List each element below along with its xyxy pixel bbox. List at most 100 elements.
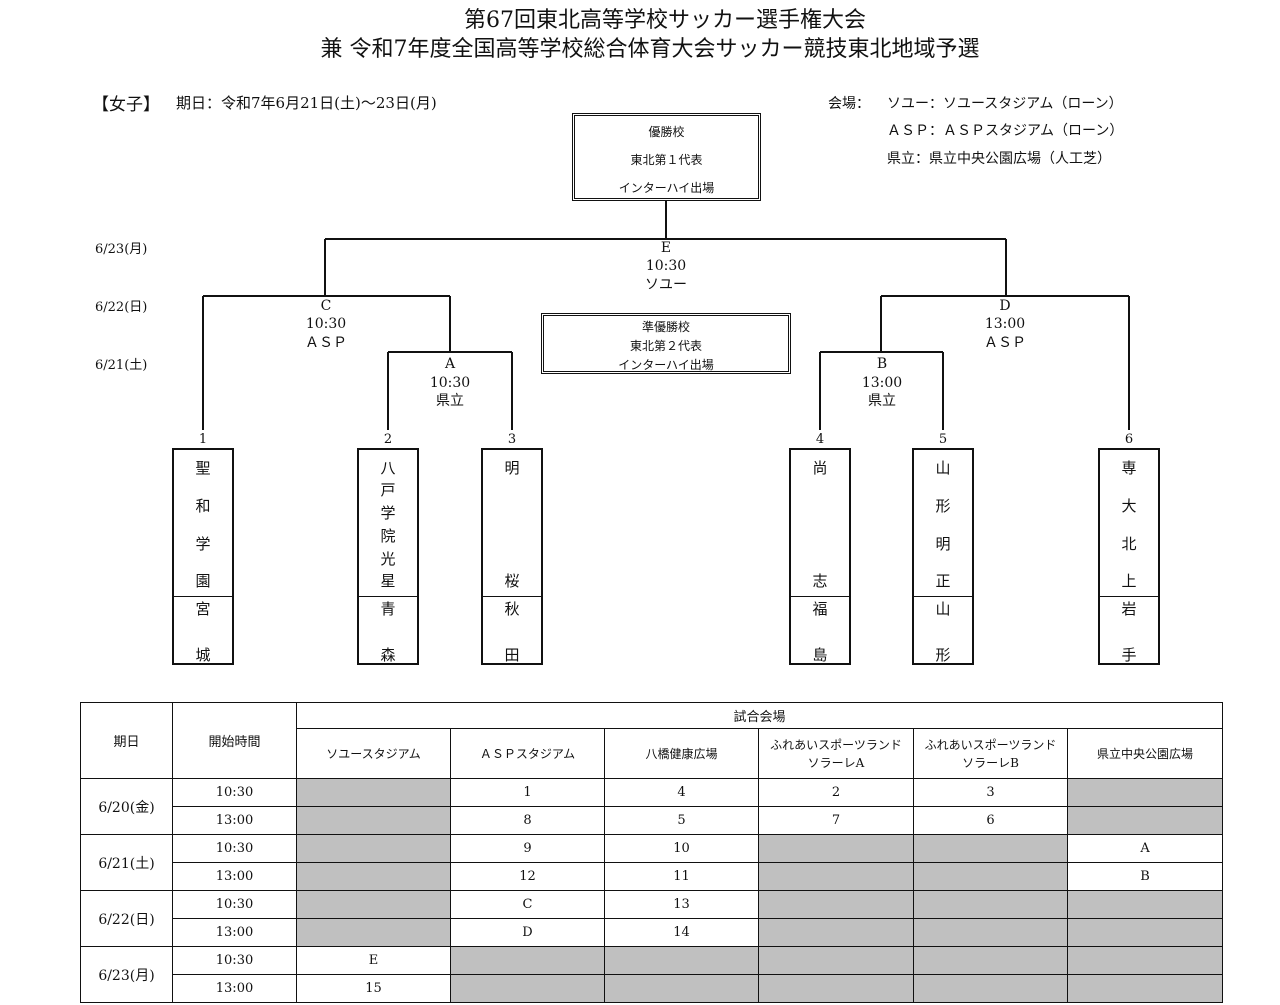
match-venue-c: ＡＳＰ <box>305 335 347 351</box>
bracket-lines <box>202 201 1130 430</box>
schedule-empty-cell <box>758 918 914 947</box>
schedule-empty-cell <box>604 946 759 975</box>
match-time-e: 10:30 <box>645 258 687 274</box>
team-box-3: 明 桜 秋 田 <box>481 448 543 665</box>
school-char: 専 <box>1121 459 1137 477</box>
division-label: 【女子】 <box>92 95 160 115</box>
schedule-empty-cell <box>296 834 451 863</box>
pref-char: 島 <box>812 646 828 664</box>
venue-line: 県立：県立中央公園広場（人工芝） <box>887 151 1111 167</box>
header-venue: ＡＳＰスタジアム <box>450 728 605 779</box>
school-char: 上 <box>1121 572 1137 590</box>
schedule-time-cell: 10:30 <box>172 834 297 863</box>
schedule-empty-cell <box>758 890 914 919</box>
schedule-empty-cell <box>450 974 605 1003</box>
match-label-d: D <box>999 298 1011 314</box>
team-seed: 1 <box>198 432 208 447</box>
schedule-match-cell: 14 <box>604 918 759 947</box>
match-venue-b: 県立 <box>868 393 896 409</box>
schedule-date-cell: 6/22(日) <box>80 890 173 947</box>
school-char: 学 <box>195 535 211 553</box>
runnerup-box: 準優勝校 東北第２代表 インターハイ出場 <box>541 313 791 374</box>
champion-box: 優勝校 東北第１代表 インターハイ出場 <box>572 113 761 201</box>
school-char: 明 <box>504 459 520 477</box>
school-char: 園 <box>195 572 211 590</box>
pref-char: 山 <box>935 600 951 618</box>
schedule-empty-cell <box>1066 918 1224 947</box>
match-venue-d: ＡＳＰ <box>984 335 1026 351</box>
team-box-1: 聖 和 学 園 宮 城 <box>172 448 234 665</box>
schedule-match-cell: 15 <box>296 974 451 1003</box>
schedule-date-cell: 6/21(土) <box>80 834 173 891</box>
match-time-a: 10:30 <box>429 375 471 391</box>
schedule-time-cell: 13:00 <box>172 918 297 947</box>
school-char: 星 <box>380 572 396 590</box>
header-venue: ふれあいスポーツランドソラーレB <box>913 728 1068 779</box>
schedule-match-cell: 9 <box>450 834 605 863</box>
schedule-match-cell: 7 <box>758 806 914 835</box>
venue-line: ＡＳＰ：ＡＳＰスタジアム（ローン） <box>887 123 1124 139</box>
school-char: 和 <box>195 497 211 515</box>
round-date: 6/21(土) <box>95 358 148 373</box>
school-char: 戸 <box>380 481 396 499</box>
header-date: 期日 <box>80 702 173 779</box>
schedule-empty-cell <box>758 974 914 1003</box>
schedule-match-cell: 12 <box>450 862 605 891</box>
champion-interhigh: インターハイ出場 <box>618 181 715 195</box>
schedule-match-cell: 4 <box>604 778 759 807</box>
runnerup-label: 準優勝校 <box>641 320 690 334</box>
period-text: 期日：令和7年6月21日(土)〜23日(月) <box>176 94 437 112</box>
match-label-b: B <box>876 356 888 372</box>
school-char: 志 <box>812 572 828 590</box>
pref-char: 岩 <box>1121 600 1137 618</box>
schedule-empty-cell <box>1066 890 1224 919</box>
header-venue: 八橋健康広場 <box>604 728 759 779</box>
schedule-match-cell: B <box>1066 862 1224 891</box>
match-label-a: A <box>444 356 456 372</box>
school-char: 北 <box>1121 535 1137 553</box>
schedule-match-cell: A <box>1066 834 1224 863</box>
pref-char: 手 <box>1121 646 1137 664</box>
school-char: 桜 <box>504 572 520 590</box>
schedule-time-cell: 10:30 <box>172 778 297 807</box>
round-date: 6/23(月) <box>95 242 148 257</box>
schedule-empty-cell <box>1066 778 1224 807</box>
team-seed: 6 <box>1124 432 1134 447</box>
team-box-divider <box>914 596 972 597</box>
schedule-table: 期日 開始時間 試合会場 ソユースタジアム ＡＳＰスタジアム 八橋健康広場 ふれ… <box>80 702 1224 1003</box>
pref-char: 秋 <box>504 600 520 618</box>
schedule-empty-cell <box>604 974 759 1003</box>
team-box-divider <box>1100 596 1158 597</box>
schedule-empty-cell <box>913 834 1068 863</box>
team-box-divider <box>359 596 417 597</box>
schedule-match-cell: D <box>450 918 605 947</box>
school-char: 尚 <box>812 459 828 477</box>
school-char: 聖 <box>195 459 211 477</box>
match-label-c: C <box>320 298 332 314</box>
schedule-empty-cell <box>1066 974 1224 1003</box>
team-box-divider <box>174 596 232 597</box>
schedule-match-cell: 2 <box>758 778 914 807</box>
team-box-4: 尚 志 福 島 <box>789 448 851 665</box>
school-char: 正 <box>935 572 951 590</box>
school-char: 山 <box>935 459 951 477</box>
team-box-divider <box>483 596 541 597</box>
pref-char: 福 <box>812 600 828 618</box>
schedule-empty-cell <box>758 834 914 863</box>
match-time-c: 10:30 <box>305 316 347 332</box>
schedule-match-cell: 3 <box>913 778 1068 807</box>
match-venue-a: 県立 <box>436 393 464 409</box>
schedule-time-cell: 13:00 <box>172 806 297 835</box>
team-seed: 3 <box>507 432 517 447</box>
schedule-empty-cell <box>913 946 1068 975</box>
venue-label: 会場： <box>828 96 870 112</box>
pref-char: 田 <box>504 646 520 664</box>
schedule-match-cell: 6 <box>913 806 1068 835</box>
team-seed: 4 <box>815 432 825 447</box>
schedule-date-cell: 6/20(金) <box>80 778 173 835</box>
